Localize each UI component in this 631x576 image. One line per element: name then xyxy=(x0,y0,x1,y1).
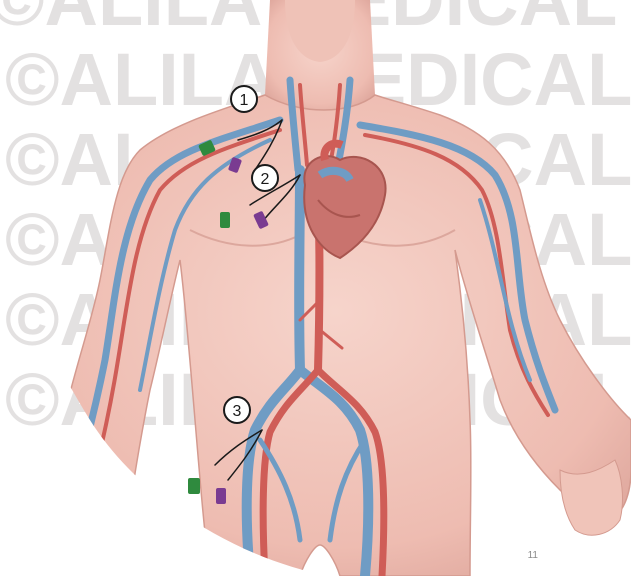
callout-1: 1 xyxy=(231,86,257,112)
callout-2: 2 xyxy=(252,165,278,191)
callout-3: 3 xyxy=(224,397,250,423)
page-number: 11 xyxy=(528,550,538,561)
callout-3-label: 3 xyxy=(233,403,242,420)
callout-1-label: 1 xyxy=(240,92,249,109)
callout-2-label: 2 xyxy=(261,171,270,188)
